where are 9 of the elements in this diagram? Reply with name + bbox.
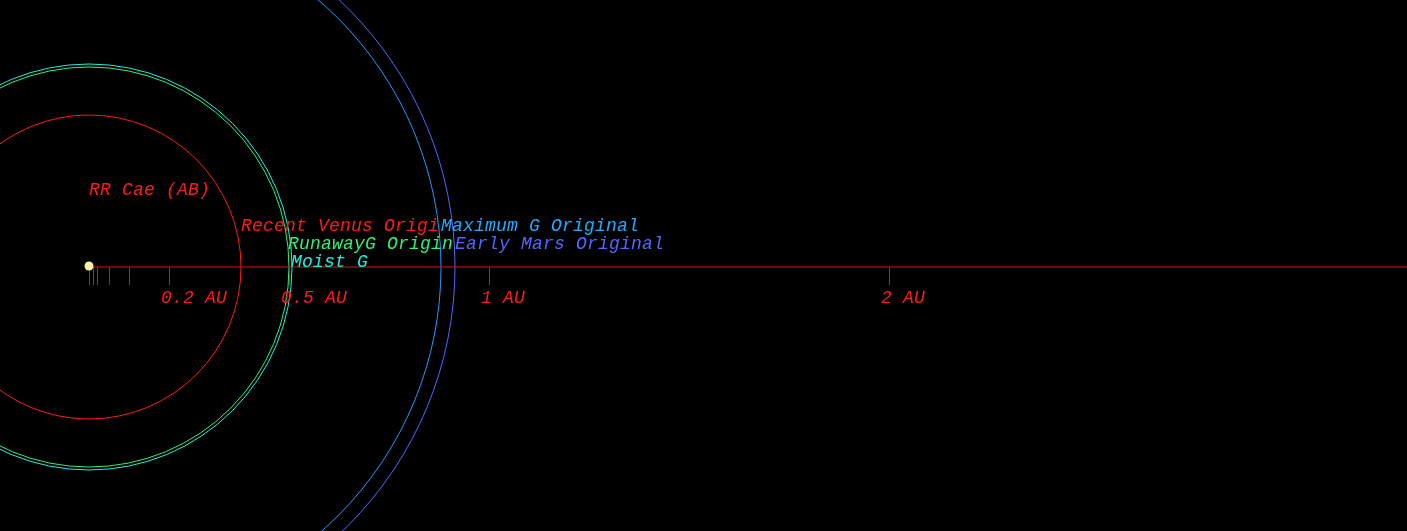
zone-label: Maximum G Original	[441, 217, 640, 235]
zone-label: Recent Venus Origi	[241, 217, 440, 235]
axis-tick-label: 2 AU	[881, 289, 925, 307]
star-name: RR Cae (AB)	[89, 181, 211, 199]
axis-tick-label: 0.2 AU	[161, 289, 227, 307]
zone-label: Moist G	[291, 253, 368, 271]
axis-tick-label: 1 AU	[481, 289, 525, 307]
axis-tick-label: 0.5 AU	[281, 289, 347, 307]
zone-label: Early Mars Original	[455, 235, 665, 253]
